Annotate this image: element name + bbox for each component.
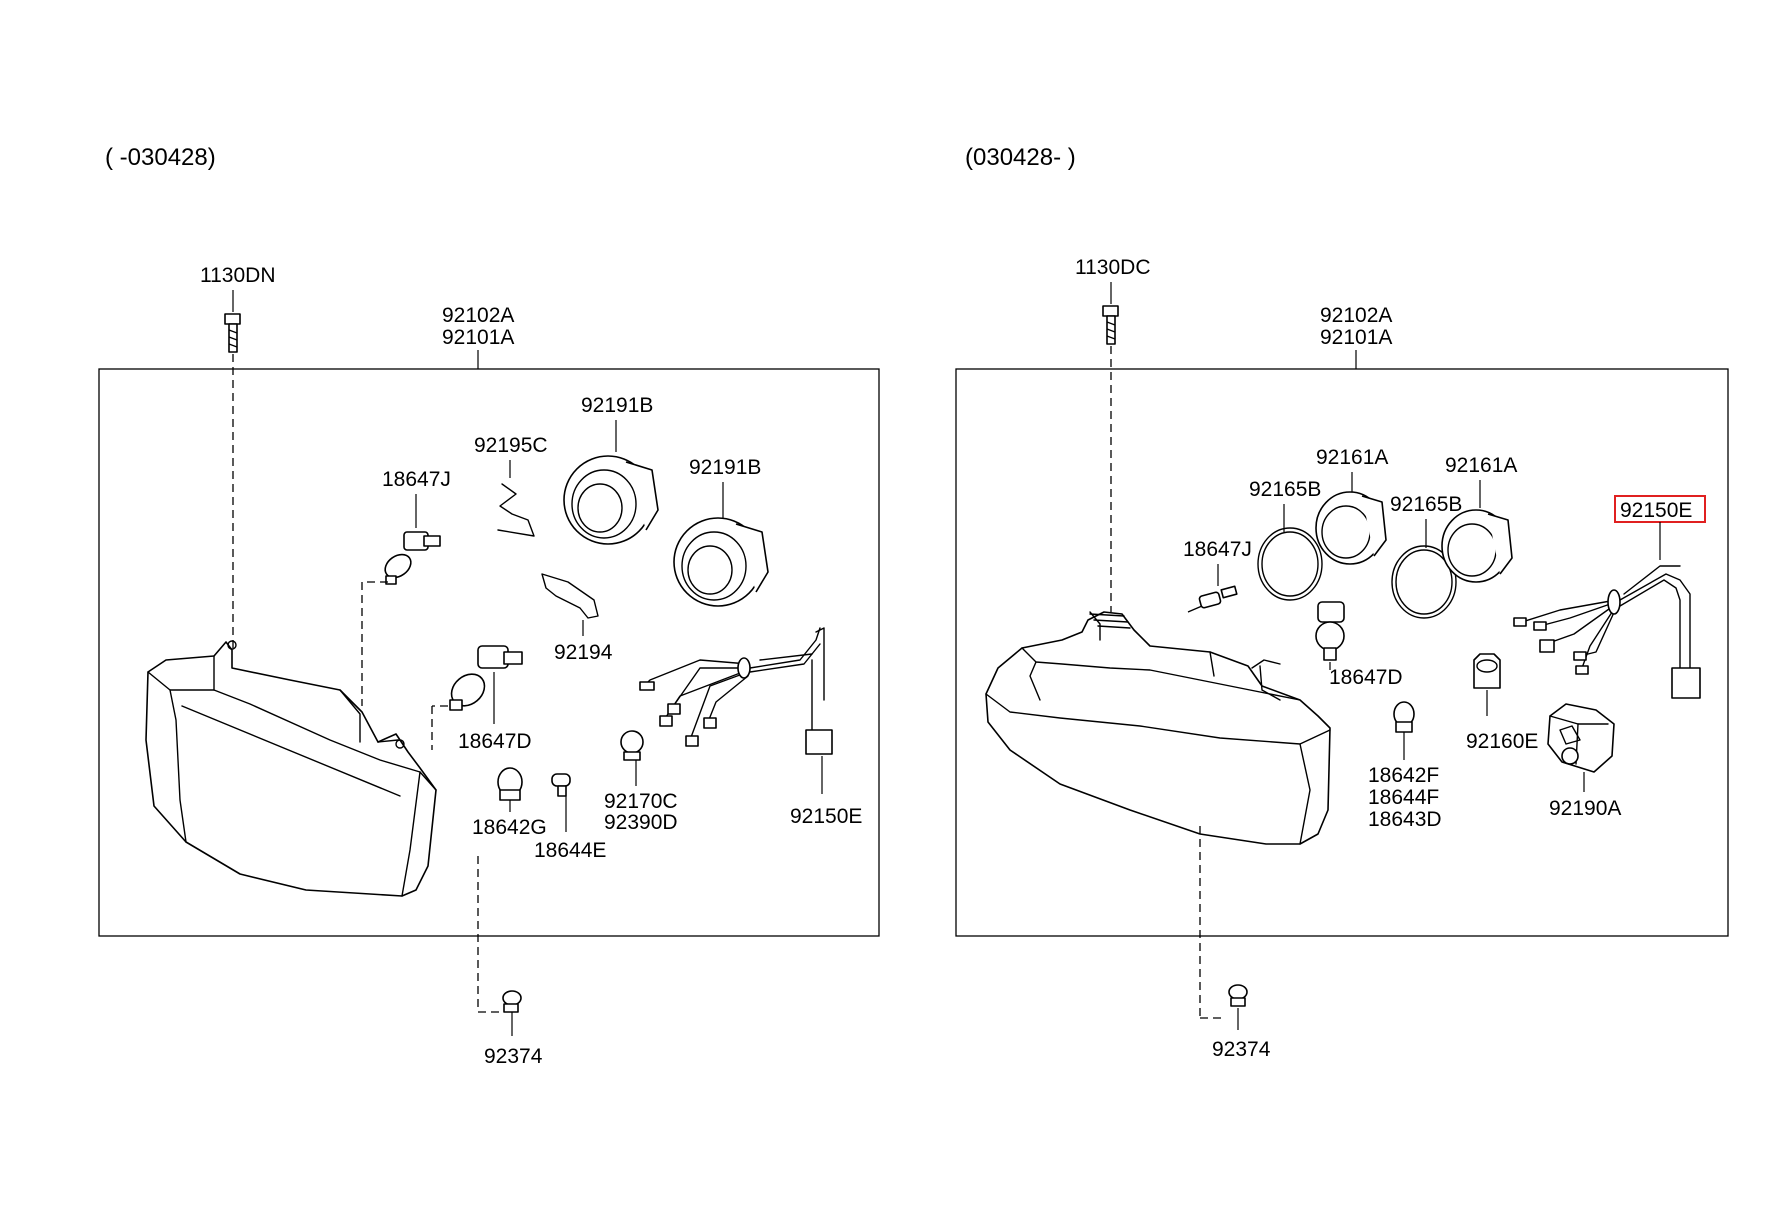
wiring-harness-icon: [1513, 565, 1701, 699]
wedge-bulb-icon: [551, 773, 571, 797]
part-label-cap-1[interactable]: 92161A: [1316, 446, 1388, 469]
bolt-icon: [1102, 305, 1119, 345]
part-label-adjuster[interactable]: 92190A: [1549, 797, 1621, 820]
dust-cap-icon: [563, 455, 659, 545]
headlamp-bulb-module-icon: [1547, 703, 1615, 773]
bulb-icon: [449, 645, 523, 711]
part-label-bolt[interactable]: 1130DN: [200, 264, 276, 287]
part-label-socket-c[interactable]: 92170C: [604, 790, 678, 813]
part-label-socket-e[interactable]: 92160E: [1466, 730, 1538, 753]
small-bulb-icon: [497, 767, 523, 801]
part-label-screw[interactable]: 92374: [484, 1045, 543, 1068]
bulb-icon: [384, 531, 441, 585]
part-label-bulb-f2[interactable]: 18644F: [1368, 786, 1439, 809]
headlamp-housing-icon: [985, 611, 1331, 845]
assembly-frame: [98, 368, 880, 937]
part-label-bulb-j[interactable]: 18647J: [382, 468, 451, 491]
panel-left: ( -030428) 1130DN 92102A 92101A: [98, 144, 880, 1068]
part-label-bulb-e[interactable]: 18644E: [534, 839, 606, 862]
part-label-cap-2[interactable]: 92191B: [689, 456, 761, 479]
part-label-housing-b[interactable]: 92101A: [442, 326, 514, 349]
part-label-cap-1[interactable]: 92191B: [581, 394, 653, 417]
assembly-frame: [955, 368, 1729, 937]
small-bulb-icon: [1393, 701, 1415, 733]
part-label-bulb-g[interactable]: 18642G: [472, 816, 547, 839]
panel-right: (030428- ) 1130DC 92102A 92101A: [955, 144, 1729, 1061]
headlamp-housing-icon: [145, 640, 437, 897]
part-label-harness[interactable]: 92150E: [790, 805, 862, 828]
wiring-harness-icon: [639, 627, 833, 755]
part-label-spring[interactable]: 92194: [554, 641, 613, 664]
part-label-cap-2[interactable]: 92161A: [1445, 454, 1517, 477]
part-label-bolt[interactable]: 1130DC: [1075, 256, 1151, 279]
part-label-bulb-d[interactable]: 18647D: [458, 730, 532, 753]
screw-icon: [502, 990, 522, 1013]
variant-label: ( -030428): [105, 144, 216, 171]
seal-ring-icon: [1391, 545, 1457, 619]
seal-ring-icon: [1257, 527, 1323, 601]
dust-cap-icon: [1315, 491, 1387, 565]
spring-clip-icon: [541, 573, 599, 619]
part-label-bulb-d[interactable]: 18647D: [1329, 666, 1403, 689]
part-label-harness[interactable]: 92150E: [1620, 499, 1692, 522]
dust-cap-icon: [1441, 509, 1513, 583]
part-label-socket-d[interactable]: 92390D: [604, 811, 678, 834]
screw-icon: [1228, 984, 1248, 1007]
part-label-screw[interactable]: 92374: [1212, 1038, 1271, 1061]
socket-icon: [620, 730, 644, 761]
part-label-housing-a[interactable]: 92102A: [1320, 304, 1392, 327]
part-label-ring-2[interactable]: 92165B: [1390, 493, 1462, 516]
bolt-icon: [224, 313, 241, 353]
part-label-housing-b[interactable]: 92101A: [1320, 326, 1392, 349]
part-label-bulb-j[interactable]: 18647J: [1183, 538, 1252, 561]
clip-icon: [497, 483, 535, 537]
part-label-clip[interactable]: 92195C: [474, 434, 548, 457]
part-label-bulb-f1[interactable]: 18642F: [1368, 764, 1439, 787]
part-label-housing-a[interactable]: 92102A: [442, 304, 514, 327]
socket-icon: [1473, 653, 1501, 689]
part-label-bulb-d2[interactable]: 18643D: [1368, 808, 1442, 831]
dust-cap-icon: [673, 517, 769, 607]
variant-label: (030428- ): [965, 144, 1076, 171]
part-label-ring-1[interactable]: 92165B: [1249, 478, 1321, 501]
bulb-icon: [1187, 585, 1238, 613]
bulb-icon: [1315, 601, 1345, 661]
